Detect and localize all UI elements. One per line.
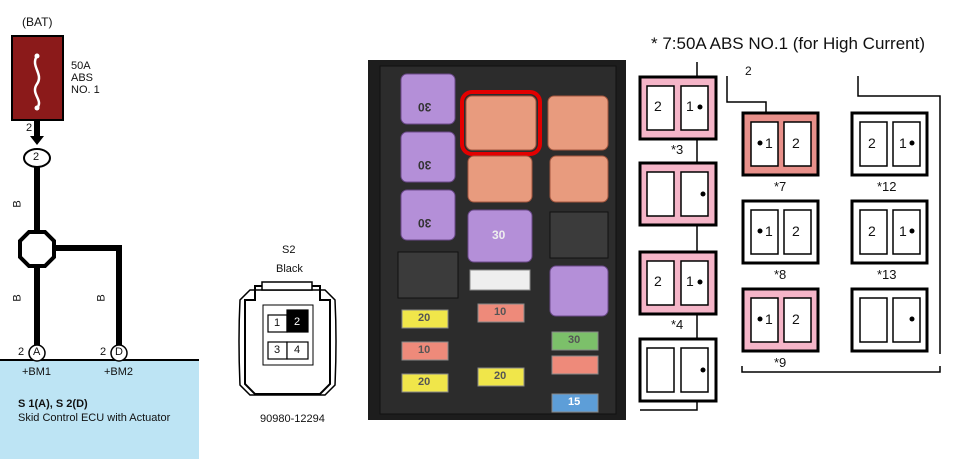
connector-part-number: 90980-12294	[260, 413, 325, 425]
pin-letter-left: A	[33, 346, 41, 358]
connector-name: S2	[282, 244, 296, 256]
photo-fuse-4: 30	[492, 228, 506, 242]
block-label-8: *8	[774, 267, 787, 282]
splice-pin-number: 2	[33, 151, 40, 163]
relay-top-mark: 2	[745, 64, 752, 78]
pin-2: 2	[294, 316, 301, 328]
fuse-name: ABS	[71, 72, 94, 84]
ecu-title: S 1(A), S 2(D)	[18, 398, 88, 410]
pin-circle-right	[110, 344, 128, 362]
junction-octagon	[18, 230, 56, 268]
block-4-pin-1: 1	[686, 273, 694, 289]
block-3-pin-1: 1	[686, 98, 694, 114]
block-7-pin-2: 2	[792, 135, 800, 151]
photo-fuse-8: 20	[494, 370, 507, 382]
bat-label: (BAT)	[22, 15, 53, 29]
block-12-pin-2: 2	[868, 135, 876, 151]
pin-letter-right: D	[115, 346, 123, 358]
block-8-pin-1: 1	[765, 223, 773, 239]
relay-diagram-title: * 7:50A ABS NO.1 (for High Current)	[651, 34, 926, 53]
fuse-amp: 50A	[71, 60, 91, 72]
arrow-down-icon	[30, 136, 44, 145]
photo-fuse-11: 20	[418, 376, 431, 388]
fuse-number: NO. 1	[71, 84, 100, 96]
block-label-13: *13	[877, 267, 897, 282]
pin-4: 4	[294, 344, 301, 356]
block-9-pin-1: 1	[765, 311, 773, 327]
photo-fuse-9: 30	[568, 334, 581, 346]
block-12-pin-1: 1	[899, 135, 907, 151]
block-7-pin-1: 1	[765, 135, 773, 151]
block-label-4: *4	[671, 317, 684, 332]
pin-number-top: 2	[26, 122, 33, 134]
block-13-pin-2: 2	[868, 223, 876, 239]
fuse-link-icon	[33, 55, 41, 109]
fuse-label: 50A ABS NO. 1	[71, 60, 100, 96]
pin-3: 3	[274, 344, 281, 356]
block-13-pin-1: 1	[899, 223, 907, 239]
block-label-12: *12	[877, 179, 897, 194]
pin-number-right: 2	[100, 346, 107, 358]
pin-number-left: 2	[18, 346, 25, 358]
block-label-7: *7	[774, 179, 787, 194]
block-label-9: *9	[774, 355, 787, 370]
photo-fuse-10: 15	[568, 396, 581, 408]
connector-color: Black	[276, 263, 303, 275]
photo-fuse-5: 20	[418, 312, 431, 324]
fuse-box-photo: 30 30 30 30 20 10 10 20 30 15 20	[368, 60, 626, 420]
block-4-pin-2: 2	[654, 273, 662, 289]
pin-circle-left	[28, 344, 46, 362]
block-3-pin-2: 2	[654, 98, 662, 114]
terminal-bm2: +BM2	[104, 366, 134, 378]
photo-fuse-6: 10	[418, 344, 431, 356]
photo-fuse-7: 10	[494, 306, 507, 318]
pin-1: 1	[274, 317, 281, 329]
terminal-bm1: +BM1	[22, 366, 52, 378]
block-8-pin-2: 2	[792, 223, 800, 239]
block-label-3: *3	[671, 142, 684, 157]
ecu-box	[0, 360, 199, 459]
fuse-box-photo-art	[368, 60, 626, 420]
block-9-pin-2: 2	[792, 311, 800, 327]
ecu-subtitle: Skid Control ECU with Actuator	[18, 412, 171, 424]
highlight-box	[460, 90, 542, 156]
